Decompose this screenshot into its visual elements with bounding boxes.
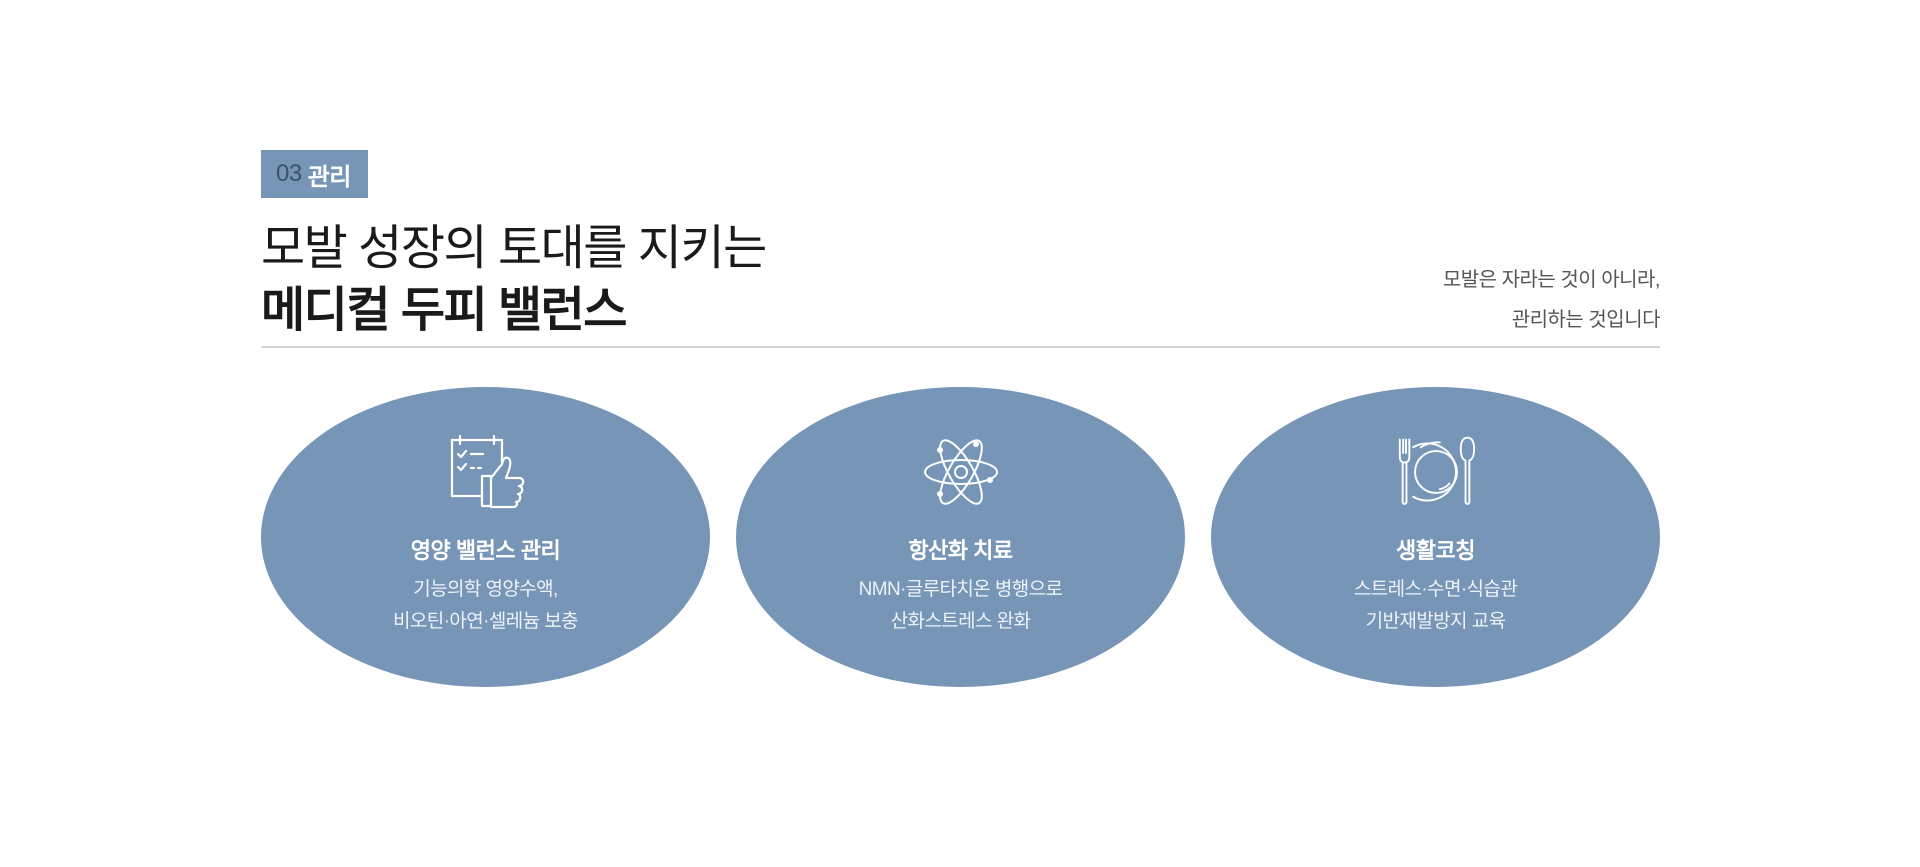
divider xyxy=(261,346,1660,348)
card-description: 스트레스·수면·식습관 기반재발방지 교육 xyxy=(1353,574,1518,638)
checklist-thumbs-up-icon xyxy=(446,434,526,510)
card-title: 생활코칭 xyxy=(1396,538,1475,563)
page-title: 모발 성장의 토대를 지키는 메디컬 두피 밸런스 xyxy=(261,218,1660,342)
card-desc-line-2: 비오틴·아연·셀레늄 보충 xyxy=(393,611,579,632)
title-line-2: 메디컬 두피 밸런스 xyxy=(261,284,627,337)
card-desc-line-1: NMN·글루타치온 병행으로 xyxy=(858,579,1063,600)
card-description: NMN·글루타치온 병행으로 산화스트레스 완화 xyxy=(859,574,1063,638)
card-desc-line-1: 기능의학 영양수액, xyxy=(413,579,558,600)
card-title: 영양 밸런스 관리 xyxy=(410,538,561,563)
card-antioxidant-treatment: 항산화 치료 NMN·글루타치온 병행으로 산화스트레스 완화 xyxy=(736,387,1185,687)
title-line-1: 모발 성장의 토대를 지키는 xyxy=(261,222,767,275)
badge-label: 관리 xyxy=(307,163,352,191)
header-row: 모발 성장의 토대를 지키는 메디컬 두피 밸런스 모발은 자라는 것이 아니라… xyxy=(261,218,1661,340)
card-list: 영양 밸런스 관리 기능의학 영양수액, 비오틴·아연·셀레늄 보충 xyxy=(261,387,1660,687)
tagline: 모발은 자라는 것이 아니라, 관리하는 것입니다 xyxy=(1442,260,1661,340)
card-desc-line-2: 산화스트레스 완화 xyxy=(890,611,1031,632)
tagline-line-1: 모발은 자라는 것이 아니라, xyxy=(1442,269,1661,291)
card-title: 항산화 치료 xyxy=(908,538,1013,563)
card-desc-line-1: 스트레스·수면·식습관 xyxy=(1353,579,1518,600)
card-nutrition-balance: 영양 밸런스 관리 기능의학 영양수액, 비오틴·아연·셀레늄 보충 xyxy=(261,387,710,687)
card-lifestyle-coaching: 생활코칭 스트레스·수면·식습관 기반재발방지 교육 xyxy=(1211,387,1660,687)
atom-icon xyxy=(921,434,1001,510)
plate-fork-spoon-icon xyxy=(1396,434,1476,510)
card-desc-line-2: 기반재발방지 교육 xyxy=(1365,611,1506,632)
badge-number: 03 xyxy=(276,160,302,187)
tagline-line-2: 관리하는 것입니다 xyxy=(1511,309,1661,331)
section-badge: 03 관리 xyxy=(261,150,368,198)
card-description: 기능의학 영양수액, 비오틴·아연·셀레늄 보충 xyxy=(393,574,579,638)
management-section: 03 관리 모발 성장의 토대를 지키는 메디컬 두피 밸런스 모발은 자라는 … xyxy=(261,150,1661,687)
